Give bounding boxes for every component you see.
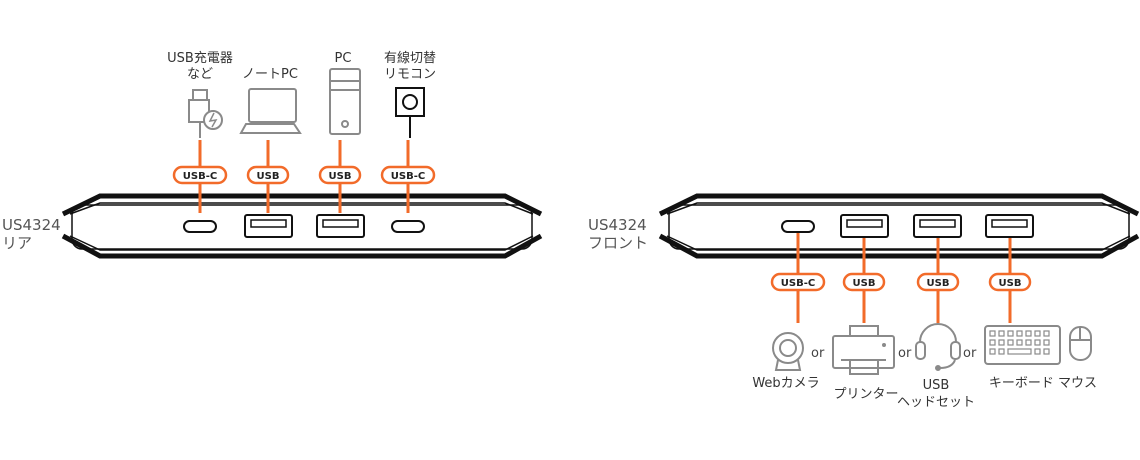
front-badge-4: USB xyxy=(988,272,1032,292)
webcam-icon xyxy=(772,332,804,371)
usb-charger-icon xyxy=(188,89,223,138)
rear-usb-a-port-1 xyxy=(244,214,293,238)
rear-badge-2: USB xyxy=(246,165,290,185)
svg-text:USB: USB xyxy=(257,171,280,182)
laptop-icon xyxy=(239,88,302,134)
printer-label: プリンター xyxy=(833,387,898,402)
svg-text:USB: USB xyxy=(329,171,352,182)
rear-usb-a-port-2 xyxy=(316,214,365,238)
rear-badge-4: USB-C xyxy=(380,165,436,185)
headset-label-2: ヘッドセット xyxy=(897,395,975,410)
headset-label: USB xyxy=(923,378,950,393)
rear-side-label: リア xyxy=(2,234,32,252)
rear-badge-3: USB xyxy=(318,165,362,185)
printer-icon xyxy=(832,325,895,375)
usb-charger-label: USB充電器 xyxy=(167,50,233,66)
desktop-pc-icon xyxy=(329,68,361,135)
or-separator-3: or xyxy=(963,346,977,361)
rear-device-body xyxy=(61,193,543,259)
front-model-label: US4324 xyxy=(588,216,647,234)
front-usb-c-port xyxy=(781,220,815,233)
front-usb-a-port-1 xyxy=(840,214,889,238)
wired-remote-icon xyxy=(395,87,425,138)
svg-text:USB: USB xyxy=(999,278,1022,289)
front-badge-3: USB xyxy=(916,272,960,292)
front-usb-a-port-3 xyxy=(985,214,1034,238)
rear-model-label: US4324 xyxy=(2,216,61,234)
rear-usb-c-port-1 xyxy=(183,220,217,233)
pc-label: PC xyxy=(335,51,352,66)
front-usb-a-port-2 xyxy=(913,214,962,238)
remote-label: 有線切替 xyxy=(384,50,436,66)
usb-charger-label-2: など xyxy=(187,67,213,82)
svg-text:USB-C: USB-C xyxy=(391,171,425,182)
laptop-label: ノートPC xyxy=(242,67,298,82)
keyboard-mouse-label: キーボード マウス xyxy=(989,376,1097,391)
svg-text:USB: USB xyxy=(927,278,950,289)
front-cables xyxy=(796,232,1012,323)
remote-label-2: リモコン xyxy=(384,67,436,82)
rear-cables xyxy=(198,140,410,213)
headset-icon xyxy=(915,323,961,371)
front-badge-2: USB xyxy=(842,272,886,292)
front-device-body xyxy=(658,193,1140,259)
svg-text:USB-C: USB-C xyxy=(781,278,815,289)
rear-badge-1: USB-C xyxy=(172,165,228,185)
or-separator-1: or xyxy=(811,346,825,361)
keyboard-icon xyxy=(984,325,1061,365)
svg-text:USB-C: USB-C xyxy=(183,171,217,182)
svg-text:USB: USB xyxy=(853,278,876,289)
rear-panel: US4324 リア USB-C USB USB USB-C USB充電器 など … xyxy=(2,50,543,259)
or-separator-2: or xyxy=(898,346,912,361)
rear-usb-c-port-2 xyxy=(391,220,425,233)
webcam-label: Webカメラ xyxy=(752,376,819,391)
front-side-label: フロント xyxy=(588,234,648,252)
front-panel: US4324 フロント USB-C USB USB USB or xyxy=(588,193,1140,410)
mouse-icon xyxy=(1069,326,1092,361)
front-badge-1: USB-C xyxy=(770,272,826,292)
